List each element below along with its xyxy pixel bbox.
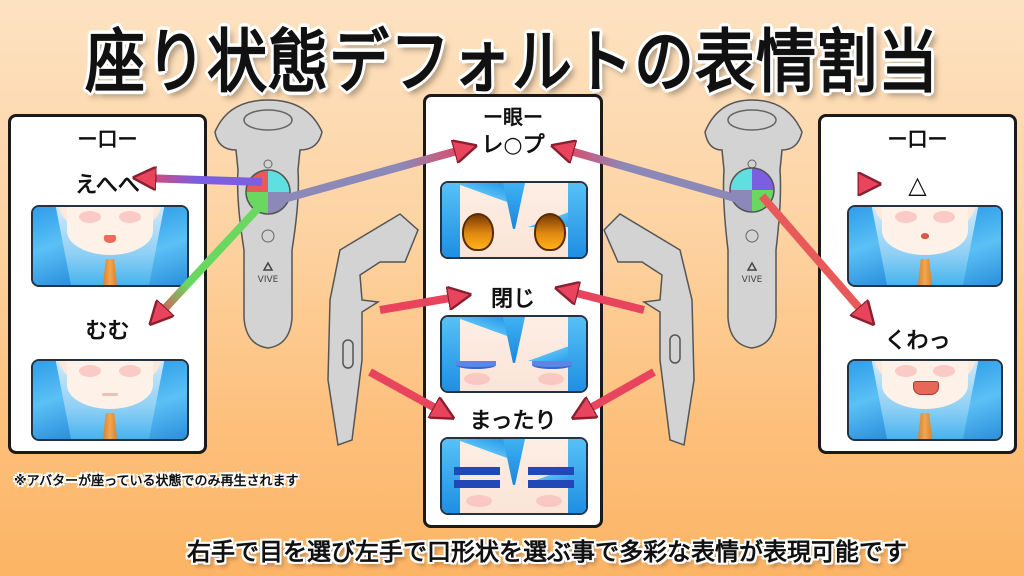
- mouth-label-kuwa: くわっ: [884, 329, 951, 354]
- eye-label-mattari: まったり: [469, 409, 557, 434]
- eye-label-toji: 閉じ: [490, 287, 535, 312]
- vive-triangle-icon: [746, 261, 758, 271]
- eye-thumb-toji: [440, 315, 588, 393]
- mouth-thumb-kuwa: [847, 359, 1003, 441]
- left-mouth-panel: ー口ー えへへ むむ: [8, 114, 207, 454]
- eye-thumb-reipu: [440, 181, 588, 259]
- right-panel-header: ー口ー: [887, 127, 948, 151]
- eye-right-blank: [534, 213, 566, 251]
- mouth-thumb-ehehe: [31, 205, 189, 287]
- mouth-small-o: [921, 233, 929, 239]
- mouth-label-triangle: △: [908, 171, 927, 199]
- left-panel-header: ー口ー: [77, 127, 138, 151]
- left-side-controller: [327, 213, 419, 447]
- vive-logo-left: VIVE: [258, 275, 279, 285]
- mouth-label-mumu: むむ: [85, 319, 130, 344]
- vive-logo-right: VIVE: [742, 275, 763, 285]
- left-vive-wand: VIVE: [214, 99, 323, 349]
- right-mouth-panel: ー口ー △ くわっ: [818, 114, 1017, 454]
- eye-thumb-mattari: [440, 437, 588, 515]
- eye-left-closed: [456, 361, 496, 369]
- mouth-wide-open-fangs: [913, 381, 939, 395]
- eye-right-bars: [528, 467, 574, 493]
- eye-left-blank: [462, 213, 494, 251]
- eye-right-closed: [532, 361, 572, 369]
- mouth-label-ehehe: えへへ: [75, 173, 140, 198]
- mouth-closed-line: [102, 393, 118, 396]
- page-title: 座り状態デフォルトの表情割当: [85, 22, 939, 103]
- center-panel-header: ー眼ー: [483, 105, 543, 129]
- eye-left-bars: [454, 467, 500, 493]
- vive-triangle-icon: [262, 261, 274, 271]
- mouth-thumb-triangle: [847, 205, 1003, 287]
- right-vive-wand: VIVE: [704, 99, 803, 349]
- right-trackpad-icon: [729, 167, 775, 213]
- mouth-smile-open: [104, 235, 116, 243]
- mouth-thumb-mumu: [31, 359, 189, 441]
- left-trackpad-icon: [245, 169, 291, 215]
- eye-label-reipu: レ○プ: [481, 133, 545, 158]
- footer-caption: 右手で目を選び左手で口形状を選ぶ事で多彩な表情が表現可能です: [187, 538, 907, 566]
- center-eyes-panel: ー眼ー レ○プ 閉じ まったり: [423, 94, 603, 528]
- seated-only-note: ※アバターが座っている状態でのみ再生されます: [14, 474, 299, 489]
- right-side-controller: [603, 213, 695, 447]
